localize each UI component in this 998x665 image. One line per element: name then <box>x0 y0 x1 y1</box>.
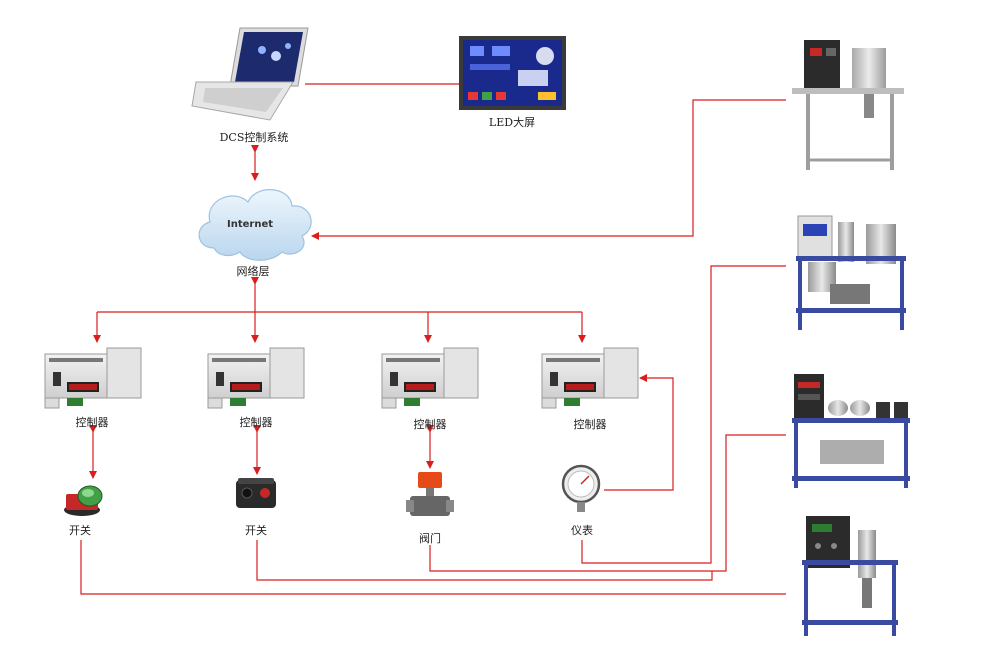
button-box-icon <box>236 478 276 508</box>
pressure-gauge-icon <box>561 464 601 512</box>
meter-label: 仪表 <box>571 524 593 537</box>
link-equip4-switch1 <box>80 540 786 595</box>
connection-lines <box>80 83 786 595</box>
controller-4-label: 控制器 <box>573 418 607 431</box>
training-equipment-4 <box>802 516 898 636</box>
plc-controller-1 <box>44 347 142 409</box>
controller-3-label: 控制器 <box>413 418 447 431</box>
cloud-icon: Internet <box>198 189 312 261</box>
training-equipment-1 <box>792 40 904 170</box>
switch-1-label: 开关 <box>69 524 91 537</box>
plc-controller-2 <box>207 347 305 409</box>
controller-2-label: 控制器 <box>239 416 273 429</box>
led-screen-icon <box>459 36 566 110</box>
controller-1-label: 控制器 <box>75 416 109 429</box>
link-equip3-switch2 <box>256 540 713 581</box>
dcs-system-label: DCS控制系统 <box>219 131 289 144</box>
training-equipment-2 <box>796 215 906 330</box>
laptop-icon <box>191 27 309 121</box>
led-screen-label: LED大屏 <box>488 116 536 129</box>
plc-controller-4 <box>541 347 639 409</box>
link-meter-ctrl4 <box>604 374 674 491</box>
plc-controller-3 <box>381 347 479 409</box>
link-equip3-valve <box>429 434 786 572</box>
valve-icon <box>406 472 454 516</box>
push-button-icon <box>64 485 103 516</box>
link-equip2-meter <box>581 265 786 564</box>
valve-label: 阀门 <box>419 532 441 545</box>
internet-label: Internet <box>227 219 273 230</box>
training-equipment-3 <box>792 374 910 488</box>
link-equip1-internet <box>311 99 786 240</box>
switch-2-label: 开关 <box>245 524 267 537</box>
network-layer-label: 网络层 <box>236 265 270 278</box>
